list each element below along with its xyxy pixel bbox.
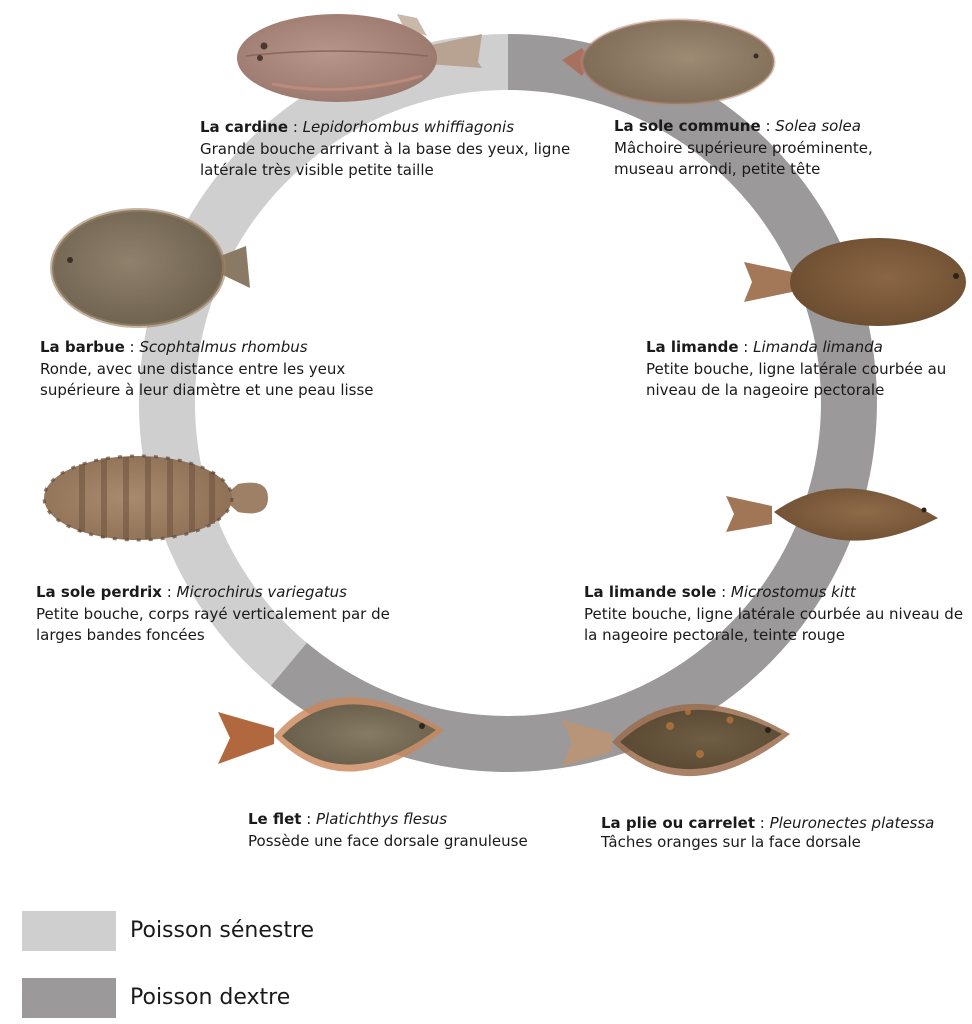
species-latin-name: Microchirus variegatus (176, 583, 347, 601)
species-description: Tâches oranges sur la face dorsale (601, 833, 861, 851)
legend-label: Poisson sénestre (130, 918, 315, 943)
ring-segment-senestre (138, 34, 508, 686)
species-latin-name: Platichthys flesus (316, 810, 448, 828)
species-latin-name: Microstomus kitt (730, 583, 856, 601)
species-description: Grande bouche arrivant à la base des yeu… (200, 140, 571, 179)
species-title: La plie ou carrelet : Pleuronectes plate… (601, 814, 935, 832)
legend-swatch-dextre (22, 978, 116, 1018)
species-description: Petite bouche, ligne latérale courbée au… (584, 605, 964, 644)
species-latin-name: Scophtalmus rhombus (139, 338, 308, 356)
label-plie: La plie ou carrelet : Pleuronectes plate… (601, 813, 972, 853)
species-common-name: La limande (646, 338, 739, 356)
fish-sole-perdrix-image (42, 454, 268, 542)
fish-limande-sole-image (726, 488, 938, 541)
species-common-name: La plie ou carrelet (601, 814, 755, 832)
species-latin-name: Lepidorhombus whiffiagonis (302, 118, 515, 136)
ring-segment-dextre (270, 34, 877, 773)
fish-plie-image (562, 703, 790, 777)
species-description: Possède une face dorsale granuleuse (248, 832, 528, 850)
species-title: Le flet : Platichthys flesus (248, 810, 448, 828)
label-limande: La limande : Limanda limanda Petite bouc… (646, 337, 972, 401)
species-title: La barbue : Scophtalmus rhombus (40, 338, 308, 356)
species-title: La cardine : Lepidorhombus whiffiagonis (200, 118, 515, 136)
species-common-name: La cardine (200, 118, 289, 136)
species-common-name: Le flet (248, 810, 302, 828)
species-description: Petite bouche, ligne latérale courbée au… (646, 360, 947, 399)
species-latin-name: Pleuronectes platessa (769, 814, 935, 832)
species-common-name: La barbue (40, 338, 125, 356)
species-title: La sole commune : Solea solea (614, 117, 861, 135)
species-description: Mâchoire supérieure proéminente, museau … (614, 139, 873, 178)
fish-cardine-image (237, 14, 482, 102)
species-description: Petite bouche, corps rayé verticalement … (36, 605, 390, 644)
species-latin-name: Limanda limanda (753, 338, 883, 356)
fish-barbue-image (50, 208, 250, 328)
label-cardine: La cardine : Lepidorhombus whiffiagonis … (200, 117, 620, 181)
fish-limande-image (744, 238, 966, 326)
species-common-name: La sole commune (614, 117, 761, 135)
legend-label: Poisson dextre (130, 985, 291, 1010)
species-title: La sole perdrix : Microchirus variegatus (36, 583, 347, 601)
label-sole-commune: La sole commune : Solea solea Mâchoire s… (614, 116, 904, 180)
legend-item-senestre: Poisson sénestre (22, 911, 352, 951)
species-title: La limande : Limanda limanda (646, 338, 883, 356)
legend-swatch-senestre (22, 911, 116, 951)
species-common-name: La limande sole (584, 583, 717, 601)
species-title: La limande sole : Microstomus kitt (584, 583, 856, 601)
label-flet: Le flet : Platichthys flesus Possède une… (248, 809, 578, 852)
label-sole-perdrix: La sole perdrix : Microchirus variegatus… (36, 582, 436, 646)
species-latin-name: Solea solea (775, 117, 861, 135)
label-limande-sole: La limande sole : Microstomus kitt Petit… (584, 582, 972, 646)
species-common-name: La sole perdrix (36, 583, 162, 601)
fish-sole-commune-image (562, 18, 776, 106)
legend-item-dextre: Poisson dextre (22, 978, 352, 1018)
label-barbue: La barbue : Scophtalmus rhombus Ronde, a… (40, 337, 420, 401)
fish-flet-image (218, 697, 444, 772)
species-description: Ronde, avec une distance entre les yeux … (40, 360, 374, 399)
